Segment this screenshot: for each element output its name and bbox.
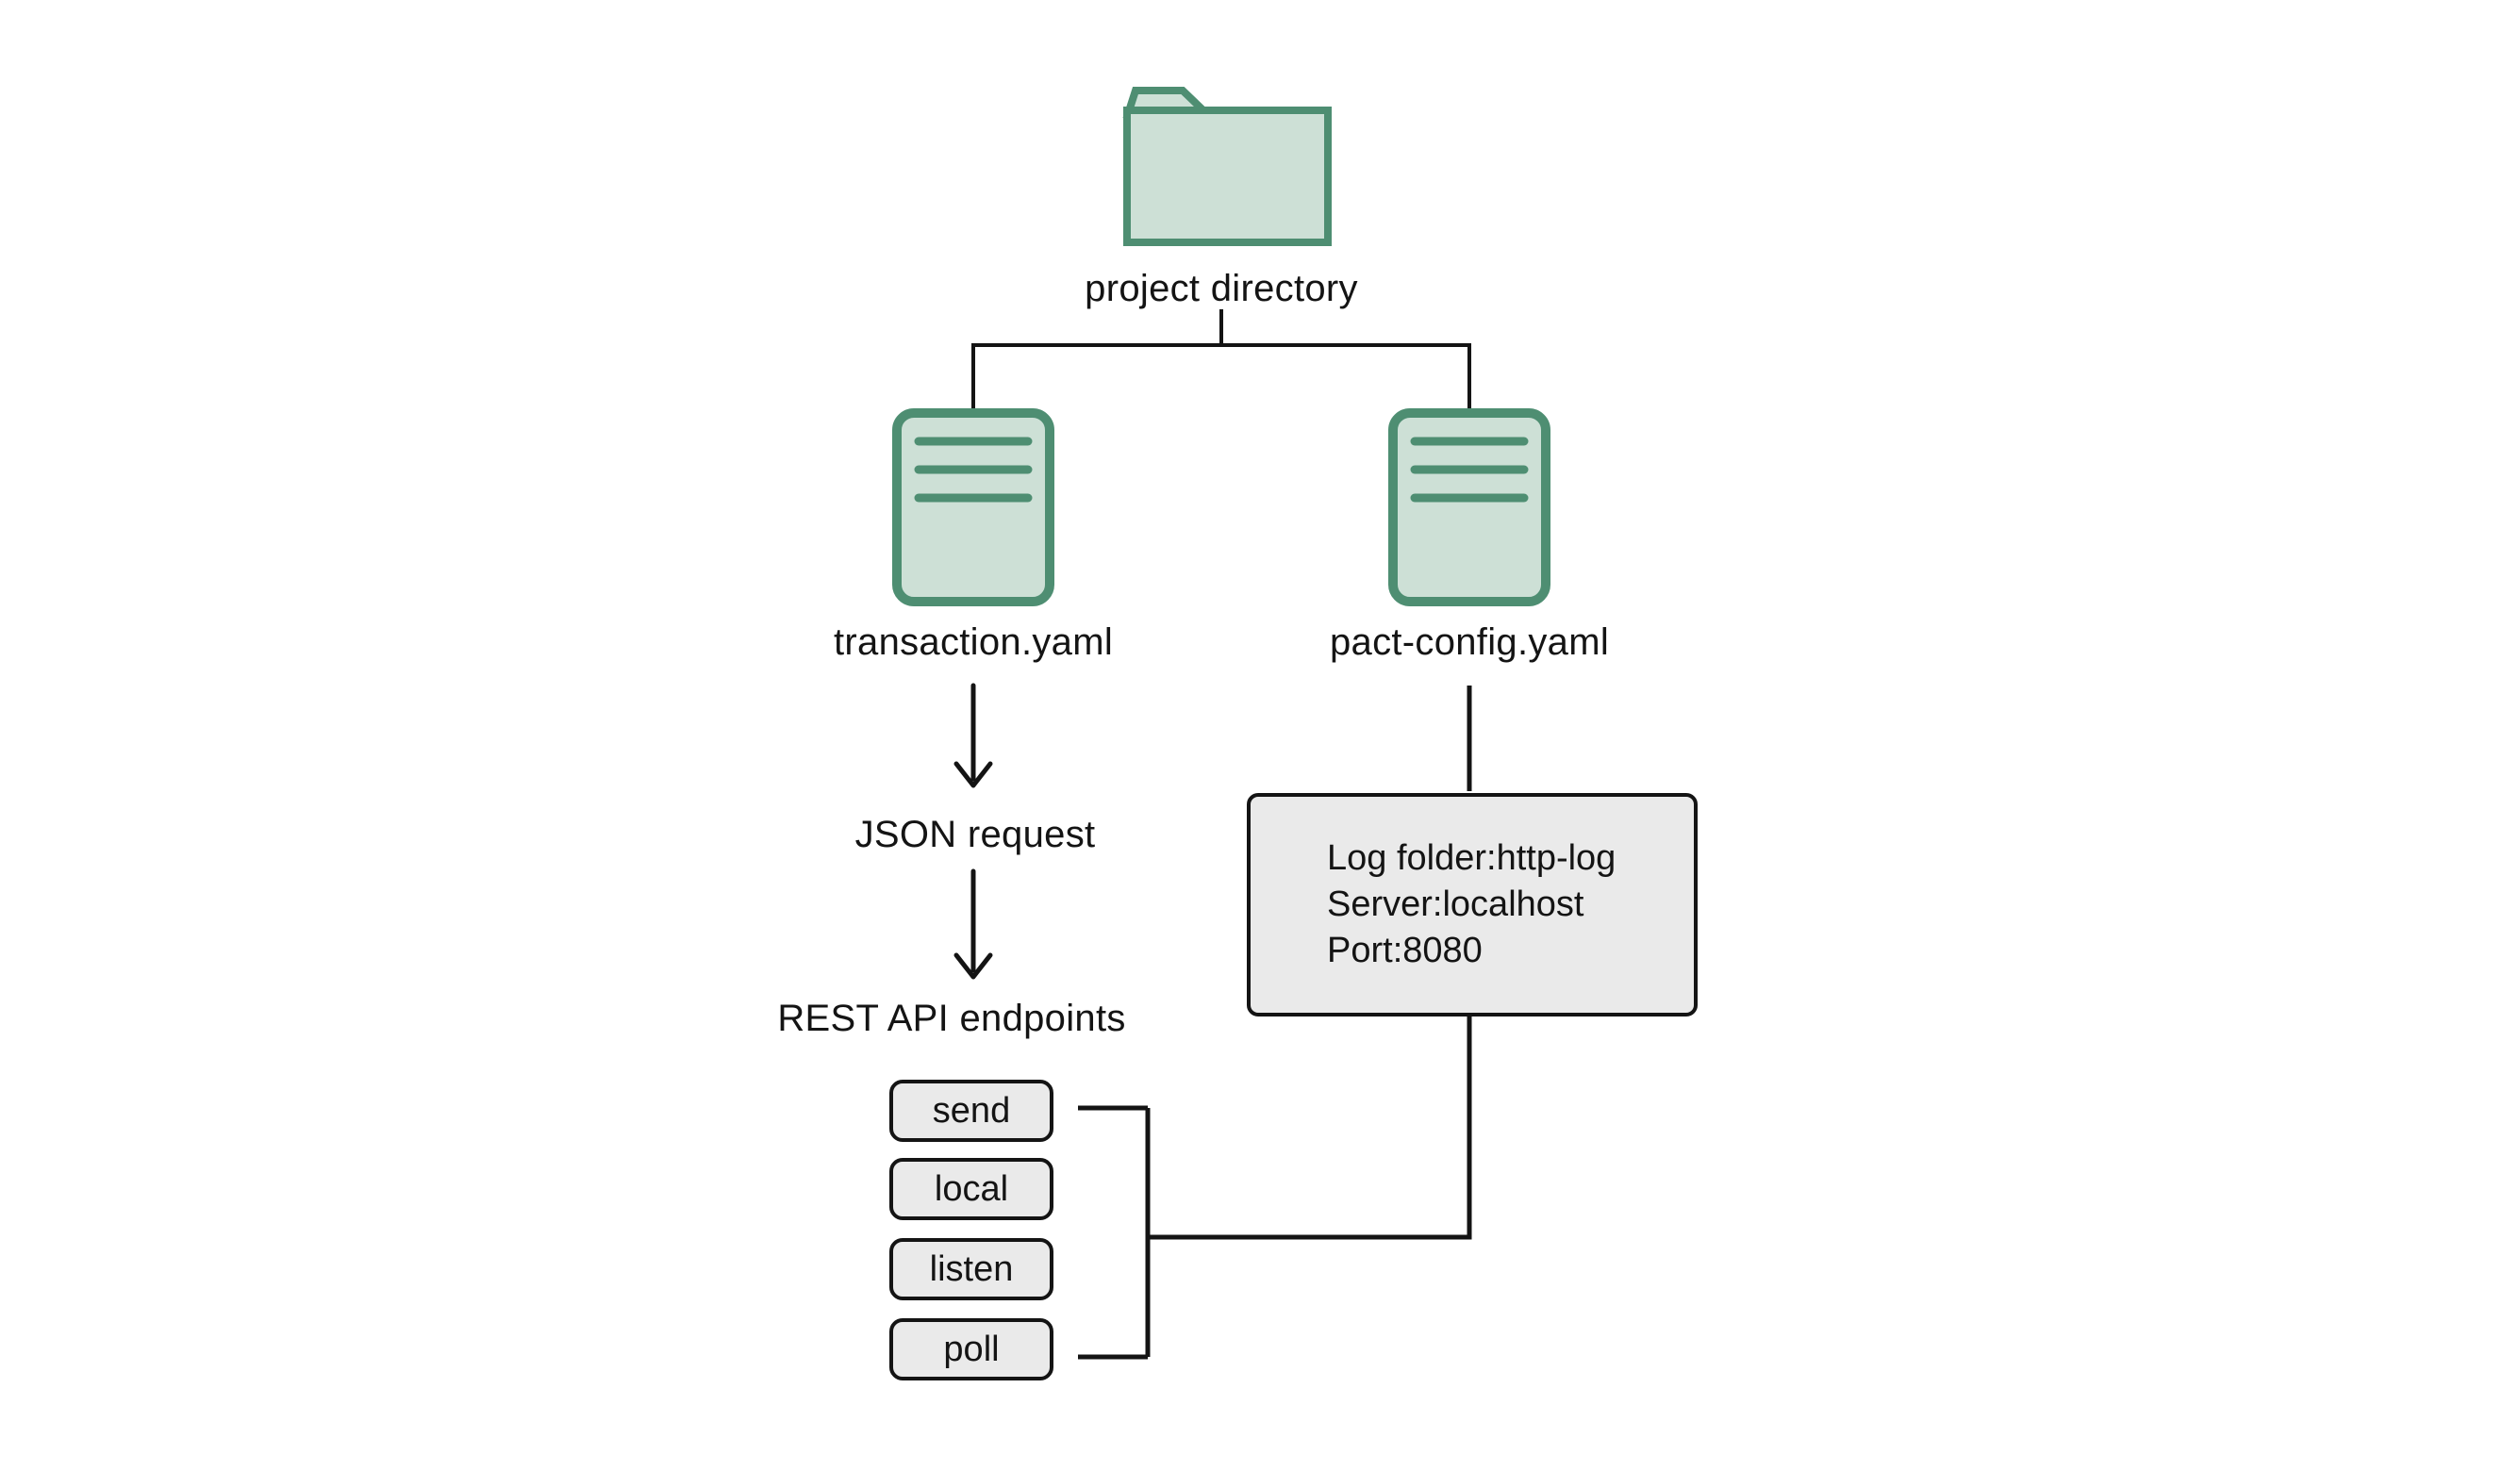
rest-api-endpoints-label: REST API endpoints <box>777 998 1126 1039</box>
config-line-server: Server:localhost <box>1327 884 1584 924</box>
endpoint-poll: poll <box>889 1318 1053 1380</box>
root-folder-label: project directory <box>1085 268 1358 309</box>
config-connector <box>1078 686 1472 1360</box>
config-box: Log folder:http-log Server:localhost Por… <box>1247 793 1698 1016</box>
arrow-down-icon-2 <box>953 868 993 980</box>
file-icon-pact-config <box>1388 408 1550 606</box>
arrow-down-icon-1 <box>953 683 993 788</box>
file-label-pact-config: pact-config.yaml <box>1329 621 1610 663</box>
config-line-port: Port:8080 <box>1327 931 1483 970</box>
tree-connector <box>971 309 1471 412</box>
json-request-label: JSON request <box>854 814 1096 855</box>
folder-icon <box>1122 87 1332 246</box>
config-line-log-folder: Log folder:http-log <box>1327 838 1616 878</box>
endpoint-local: local <box>889 1158 1053 1220</box>
file-label-transaction: transaction.yaml <box>833 621 1114 663</box>
endpoint-send: send <box>889 1080 1053 1142</box>
endpoint-listen: listen <box>889 1238 1053 1300</box>
file-icon-transaction <box>892 408 1054 606</box>
